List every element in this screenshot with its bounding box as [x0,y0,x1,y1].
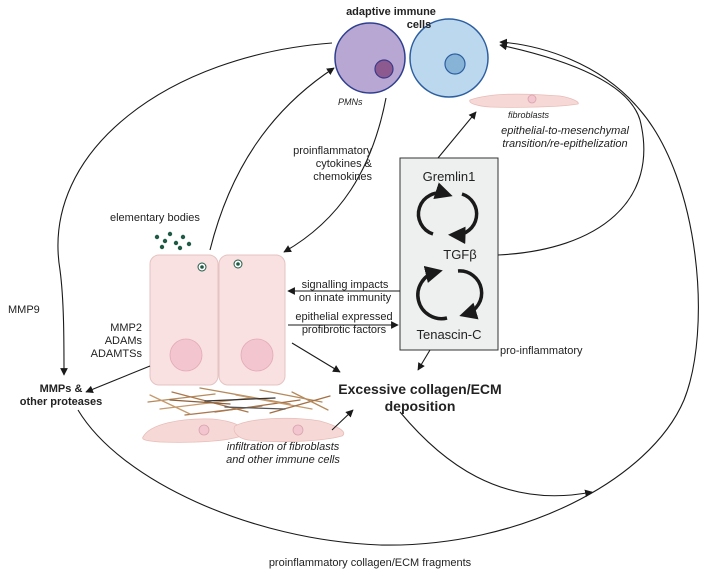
adaptive-immune-cell [409,18,489,98]
adams-line: ADAMs [104,335,142,347]
emt-label: epithelial-to-mesenchymal transition/re-… [470,125,660,151]
ecm-fibers [147,387,331,416]
epithelial-expressed-label: epithelial expressed profibrotic factors [288,311,400,337]
adaptive-immune-cells-label: adaptive immune cells [336,6,446,32]
arrow-cytokines-to-epithelial [283,97,387,253]
elementary-bodies-label: elementary bodies [110,212,200,224]
arrow-collagen-to-fragments [399,411,593,498]
epithelial-expressed-line-2: profibrotic factors [301,324,387,336]
adaptive-immune-cells-line-1: adaptive immune [346,6,436,18]
mmps-other-proteases-label: MMPs & other proteases [6,383,116,409]
emt-line-1: epithelial-to-mesenchymal [501,125,629,137]
adaptive-immune-cells-line-2: cells [406,19,432,31]
tenascin-c-label: Tenascin-C [416,327,482,342]
emt-line-2: transition/re-epithelization [502,138,628,150]
adamtss-line: ADAMTSs [90,348,142,360]
signalling-line-1: signalling impacts [301,279,389,291]
arrow-box-to-fibroblast [437,111,477,159]
mmp2-adams-label: MMP2 ADAMs ADAMTSs [74,322,142,361]
cytokines-line-2: cytokines & [315,158,372,170]
loop-gremlin-tgfb [416,182,479,245]
pmn-cell [334,22,406,94]
signalling-impacts-label: signalling impacts on innate immunity [290,279,400,305]
infiltration-label: infiltration of fibroblasts and other im… [208,441,358,467]
loop-tgfb-tenascin [416,265,484,321]
cytokines-line-3: chemokines [313,171,372,183]
gremlin1-label: Gremlin1 [422,169,476,184]
fibroblasts-bottom [142,417,345,443]
excessive-collagen-line-1: Excessive collagen/ECM [338,381,502,397]
arrow-pmn-to-mmps [57,42,333,376]
excessive-collagen-line-2: deposition [384,398,456,414]
arrow-infiltration-to-collagen [331,409,354,431]
infiltration-line-2: and other immune cells [226,454,340,466]
arrow-tgfb-to-adaptive [497,42,645,256]
fibroblast-top [469,93,579,108]
pro-inflammatory-label: pro-inflammatory [500,345,583,357]
cytokines-line-1: proinflammatory [293,145,372,157]
mmps-line-2: other proteases [19,396,103,408]
pmns-label: PMNs [338,97,363,107]
arrow-epithelial-to-mmps [85,365,151,393]
signalling-line-2: on innate immunity [298,292,392,304]
tgfb-label: TGFβ [443,247,477,262]
proinflammatory-fragments-label: proinflammatory collagen/ECM fragments [268,557,472,569]
infiltration-line-1: infiltration of fibroblasts [226,441,340,453]
arrow-mmps-to-fragments [77,38,699,546]
epithelial-expressed-line-1: epithelial expressed [295,311,393,323]
mmps-line-1: MMPs & [39,383,83,395]
mmp9-label: MMP9 [8,304,40,316]
arrow-box-to-collagen [417,349,431,371]
arrow-epithelial-to-pmn [209,67,335,251]
excessive-collagen-label: Excessive collagen/ECM deposition [330,381,510,415]
elementary-bodies [154,231,192,251]
fibroblasts-label: fibroblasts [508,110,550,120]
epithelial-cells [149,254,286,386]
arrow-epithelial-to-collagen [291,342,341,373]
proinflammatory-cytokines-label: proinflammatory cytokines & chemokines [262,145,372,184]
mmp2-line: MMP2 [110,322,142,334]
